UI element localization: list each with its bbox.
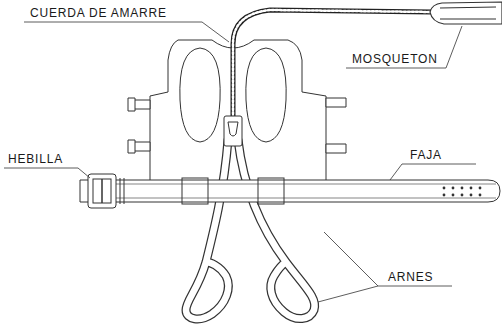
belt-stitch xyxy=(110,198,496,199)
buckle-tongue xyxy=(101,179,103,203)
belt-keeper xyxy=(120,178,121,204)
part-label: HEBILLA xyxy=(8,152,63,166)
carabiner-gate xyxy=(440,7,496,19)
belt-loop xyxy=(182,178,208,204)
leg-strap xyxy=(186,140,228,319)
buckle-frame xyxy=(93,179,111,203)
buckle xyxy=(88,174,116,208)
carabiner xyxy=(430,2,502,24)
shoulder-pad xyxy=(180,48,220,142)
shoulder-pad xyxy=(246,48,286,142)
part-label: FAJA xyxy=(410,148,442,162)
side-strap xyxy=(326,144,346,153)
belt-loop xyxy=(258,178,284,204)
d-ring xyxy=(228,122,238,136)
belt-stitch xyxy=(110,184,496,185)
part-label: MOSQUETON xyxy=(352,52,438,66)
leg-strap xyxy=(238,140,315,319)
part-label: ARNES xyxy=(388,270,433,284)
leg-strap xyxy=(186,140,228,319)
part-label: CUERDA DE AMARRE xyxy=(30,6,167,20)
leg-strap xyxy=(238,140,315,319)
side-buckle xyxy=(128,98,135,111)
leader-lines xyxy=(4,22,476,302)
chest-clip xyxy=(224,116,242,146)
belt xyxy=(80,180,500,202)
vest-outline xyxy=(150,40,326,200)
belt-keeper xyxy=(124,178,125,204)
side-buckle xyxy=(128,140,135,153)
belt-holes xyxy=(443,187,482,197)
side-strap xyxy=(326,98,346,107)
